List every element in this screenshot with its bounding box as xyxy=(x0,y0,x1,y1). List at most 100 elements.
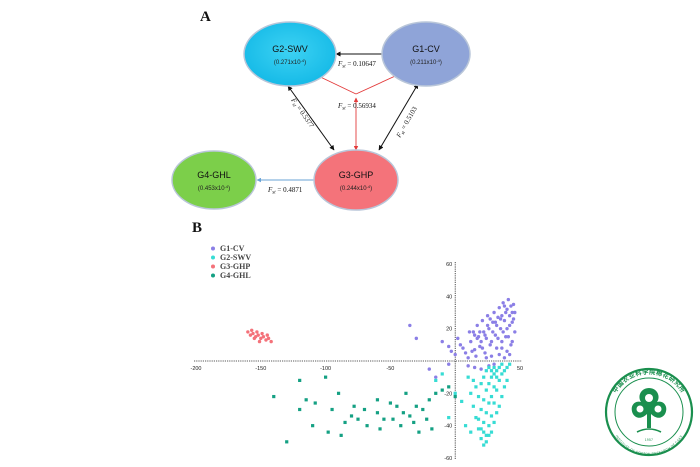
scatter-point-g2-swv xyxy=(508,362,512,366)
scatter-point-g1-cv xyxy=(491,320,495,324)
scatter-point-g1-cv xyxy=(480,318,485,323)
scatter-point-g4-ghl xyxy=(339,433,343,437)
scatter-point-g1-cv xyxy=(488,343,492,347)
scatter-point-g2-swv xyxy=(482,443,486,447)
scatter-point-g1-cv xyxy=(489,339,494,344)
scatter-point-g2-swv xyxy=(497,404,501,408)
scatter-point-g3-ghp xyxy=(259,336,263,341)
fst-center-label: Fst = 0.56934 xyxy=(337,102,376,112)
scatter-point-g4-ghl xyxy=(421,407,425,412)
scatter-point-g1-cv xyxy=(453,352,457,357)
scatter-point-g2-swv xyxy=(492,365,496,370)
x-tick-label: -50 xyxy=(386,366,394,372)
y-tick-label: -40 xyxy=(444,424,452,430)
scatter-point-g2-swv xyxy=(469,391,473,395)
scatter-point-g3-ghp xyxy=(246,330,250,334)
scatter-point-g1-cv xyxy=(479,367,483,371)
legend-marker xyxy=(211,246,215,251)
scatter-point-g2-swv xyxy=(434,378,438,382)
scatter-point-g2-swv xyxy=(474,415,478,420)
scatter-point-g2-swv xyxy=(482,375,486,379)
legend-marker xyxy=(211,255,215,260)
scatter-point-g2-swv xyxy=(489,375,494,379)
scatter-point-g2-swv xyxy=(487,382,491,386)
scatter-point-g1-cv xyxy=(498,317,503,321)
scatter-point-g2-swv xyxy=(484,388,488,392)
scatter-point-g1-cv xyxy=(505,326,509,331)
scatter-point-g4-ghl xyxy=(395,404,399,408)
scatter-point-g2-swv xyxy=(505,365,509,370)
panel-a-label: A xyxy=(200,9,211,25)
scatter-point-g1-cv xyxy=(500,314,504,318)
node-g3-value: (0.244x10-4) xyxy=(340,184,372,192)
node-g4-name: G4-GHL xyxy=(197,170,231,180)
scatter-point-g2-swv xyxy=(484,440,488,444)
scatter-point-g1-cv xyxy=(485,314,490,318)
scatter-point-g4-ghl xyxy=(313,401,317,405)
scatter-point-g1-cv xyxy=(469,339,473,344)
scatter-point-g3-ghp xyxy=(265,333,269,337)
scatter-point-g1-cv xyxy=(482,330,486,334)
scatter-point-g2-swv xyxy=(474,385,478,389)
scatter-point-g2-swv xyxy=(484,369,488,373)
scatter-point-g4-ghl xyxy=(304,398,308,402)
scatter-point-g1-cv xyxy=(496,336,500,341)
scatter-point-g2-swv xyxy=(476,394,481,399)
scatter-point-g2-swv xyxy=(489,430,494,434)
scatter-point-g2-swv xyxy=(487,401,491,405)
node-g3-name: G3-GHP xyxy=(339,170,374,180)
scatter-point-g1-cv xyxy=(502,356,507,360)
cotton-emblem-icon xyxy=(631,388,667,433)
scatter-point-g1-cv xyxy=(493,333,498,337)
y-tick-label: 60 xyxy=(446,262,452,268)
node-g1-cv: G1-CV (0.211x10-4) xyxy=(381,21,471,87)
scatter-point-g1-cv xyxy=(500,339,504,344)
legend-label: G4-GHL xyxy=(220,271,251,280)
scatter-point-g1-cv xyxy=(494,323,499,328)
scatter-point-g2-swv xyxy=(489,414,494,418)
scatter-point-g2-swv xyxy=(505,378,509,382)
scatter-point-g4-ghl xyxy=(356,417,360,421)
scatter-point-g4-ghl xyxy=(298,378,302,382)
edge-g4-g3: Fst = 0.4871 xyxy=(256,177,319,196)
y-tick-label: 40 xyxy=(446,294,452,300)
panel-a: A Fst = 0.10647 Fst = 0.5377 Fst = 0.510… xyxy=(171,9,471,211)
scatter-point-g1-cv xyxy=(513,330,517,334)
scatter-point-g4-ghl xyxy=(298,407,302,412)
scatter-point-g2-swv xyxy=(476,427,481,431)
scatter-point-g3-ghp xyxy=(250,328,254,332)
edge-g2-g3: Fst = 0.5377 xyxy=(287,85,335,151)
scatter-point-g1-cv xyxy=(447,362,451,366)
scatter-point-g1-cv xyxy=(500,346,504,350)
scatter-point-g4-ghl xyxy=(414,404,418,408)
scatter-point-g1-cv xyxy=(507,352,512,357)
scatter-point-g4-ghl xyxy=(375,411,380,415)
scatter-point-g4-ghl xyxy=(382,417,386,421)
scatter-point-g1-cv xyxy=(472,333,477,337)
scatter-point-g1-cv xyxy=(408,323,412,328)
scatter-point-g2-swv xyxy=(492,372,496,376)
scatter-points xyxy=(246,297,517,447)
scatter-point-g4-ghl xyxy=(453,394,457,399)
scatter-point-g3-ghp xyxy=(261,335,266,339)
scatter-point-g2-swv xyxy=(492,420,496,425)
node-g4-ghl: G4-GHL (0.453x10-4) xyxy=(171,150,257,210)
scatter-point-g2-swv xyxy=(484,411,488,415)
scatter-point-g1-cv xyxy=(414,336,419,341)
scatter-point-g2-swv xyxy=(502,385,507,389)
edge-g1-g3: Fst = 0.5103 xyxy=(378,83,419,151)
scatter-point-g2-swv xyxy=(500,372,504,376)
scatter-point-g4-ghl xyxy=(272,394,276,399)
scatter-point-g1-cv xyxy=(497,352,501,357)
scatter-point-g4-ghl xyxy=(425,417,429,421)
scatter-point-g4-ghl xyxy=(391,417,395,421)
scatter-point-g4-ghl xyxy=(401,411,405,415)
scatter-point-g2-swv xyxy=(453,391,457,395)
scatter-point-g2-swv xyxy=(471,404,475,408)
scatter-point-g4-ghl xyxy=(408,414,412,418)
scatter-point-g2-swv xyxy=(479,427,483,431)
scatter-point-g1-cv xyxy=(472,365,477,370)
node-g1-name: G1-CV xyxy=(412,44,440,54)
